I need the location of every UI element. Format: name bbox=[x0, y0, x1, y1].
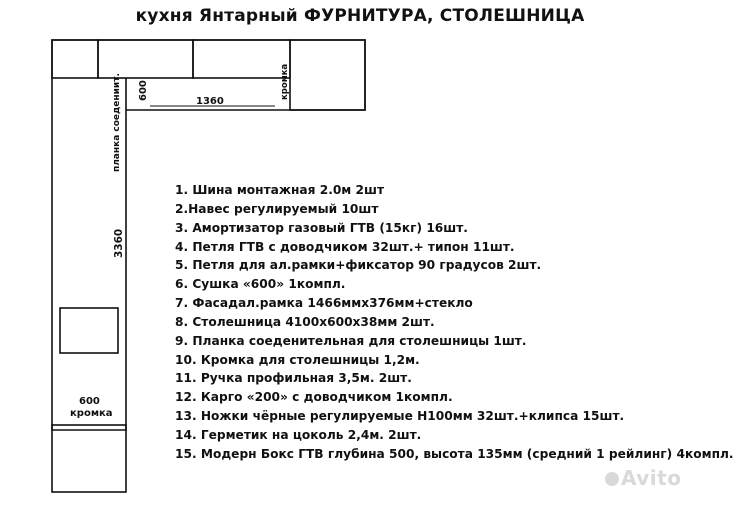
bottom-depth-label: 600 bbox=[79, 396, 100, 407]
bottom-edge-label: кромка bbox=[70, 408, 113, 419]
side-appliance bbox=[59, 307, 119, 354]
top-length-label: 1360 bbox=[196, 96, 224, 107]
list-item: 7. Фасадал.рамка 1466ммх376мм+стекло bbox=[175, 296, 473, 311]
list-item: 15. Модерн Бокс ГТВ глубина 500, высота … bbox=[175, 446, 734, 461]
side-connector-label: планка соедениит. bbox=[112, 73, 122, 172]
list-item: 5. Петля для ал.рамки+фиксатор 90 градус… bbox=[175, 258, 542, 273]
upper-cabinet-1 bbox=[51, 39, 99, 79]
list-item: 3. Амортизатор газовый ГТВ (15кг) 16шт. bbox=[175, 220, 468, 235]
list-item: 2.Навес регулируемый 10шт bbox=[175, 201, 379, 216]
list-item: 10. Кромка для столешницы 1,2м. bbox=[175, 352, 420, 367]
list-item: 12. Карго «200» с доводчиком 1компл. bbox=[175, 390, 453, 405]
corner-cabinet-right bbox=[289, 39, 366, 111]
list-item: 13. Ножки чёрные регулируемые Н100мм 32ш… bbox=[175, 409, 625, 424]
list-item: 9. Планка соеденительная для столешницы … bbox=[175, 333, 527, 348]
hardware-list: 1. Шина монтажная 2.0м 2шт 2.Навес регул… bbox=[175, 181, 734, 464]
page-title: кухня Янтарный ФУРНИТУРА, СТОЛЕШНИЦА bbox=[135, 6, 585, 26]
side-length-label: 3360 bbox=[113, 229, 125, 258]
list-item: 1. Шина монтажная 2.0м 2шт bbox=[175, 183, 385, 197]
upper-cabinet-3 bbox=[192, 39, 291, 79]
list-item: 8. Столешница 4100х600х38мм 2шт. bbox=[175, 314, 435, 329]
list-item: 6. Сушка «600» 1компл. bbox=[175, 277, 346, 292]
bottom-cabinet bbox=[51, 424, 127, 493]
list-item: 11. Ручка профильная 3,5м. 2шт. bbox=[175, 371, 412, 386]
avito-watermark: Avito bbox=[605, 466, 681, 490]
list-item: 14. Герметик на цоколь 2,4м. 2шт. bbox=[175, 427, 422, 442]
top-edge-label: кромка bbox=[280, 64, 290, 100]
watermark-text: Avito bbox=[621, 466, 682, 490]
upper-cabinet-2 bbox=[97, 39, 194, 79]
list-item: 4. Петля ГТВ с доводчиком 32шт.+ типон 1… bbox=[175, 239, 515, 254]
top-depth-label: 600 bbox=[138, 80, 149, 101]
avito-logo-icon bbox=[605, 472, 619, 486]
